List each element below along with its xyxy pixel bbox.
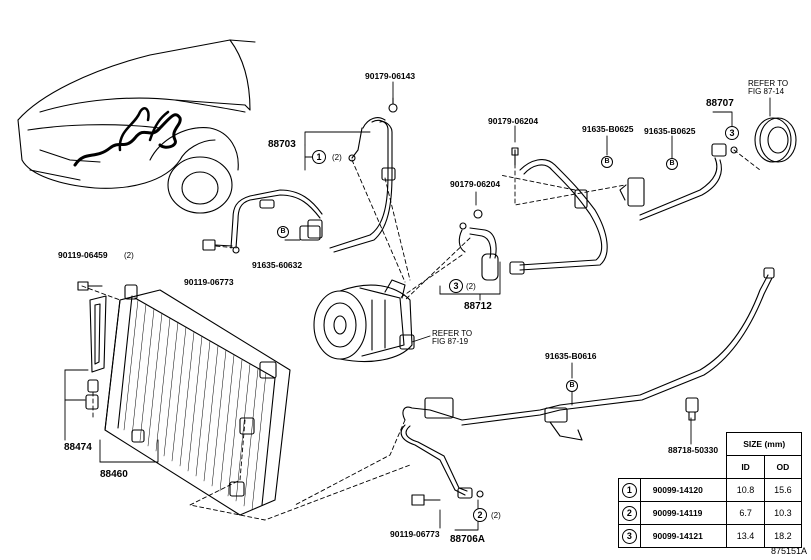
row-part: 90099-14119: [639, 501, 728, 525]
label-91635-B0625-a: 91635-B0625: [582, 124, 634, 134]
label-88706A: 88706A: [450, 534, 486, 545]
qty-88706A: (2): [491, 511, 501, 520]
label-91635-B0616: 91635-B0616: [545, 351, 597, 361]
callout-1-88703: 1: [312, 150, 326, 164]
label-90179-06204-mid: 90179-06204: [450, 179, 501, 189]
row-part: 90099-14120: [639, 478, 728, 502]
row-number: 2: [621, 505, 637, 521]
callout-b-60632: B: [277, 226, 289, 238]
vehicle-outline: [17, 39, 256, 214]
size-col-id: ID: [726, 455, 765, 479]
label-88460: 88460: [100, 469, 128, 480]
table-row: 1 90099-14120 10.8 15.6: [618, 478, 803, 502]
label-88703: 88703: [268, 139, 296, 150]
table-row: 3 90099-14121 13.4 18.2: [618, 524, 803, 548]
callout-2-88706A: 2: [473, 508, 487, 522]
size-table-title: SIZE (mm): [726, 432, 802, 456]
refer-fig-87-19: REFER TO FIG 87-19: [432, 329, 473, 347]
label-90179-06204-top: 90179-06204: [488, 116, 539, 126]
callout-3-88712: 3: [449, 279, 463, 293]
label-90179-06143: 90179-06143: [365, 71, 416, 81]
label-88707: 88707: [706, 98, 734, 109]
refer-fig-87-14: REFER TO FIG 87-14: [748, 79, 789, 97]
row-od: 10.3: [763, 501, 803, 525]
label-90119-06773-b: 90119-06773: [390, 529, 440, 539]
discharge-pipe: [400, 267, 775, 506]
label-88712: 88712: [464, 301, 492, 312]
callout-b-b: B: [666, 158, 678, 170]
row-id: 13.4: [726, 524, 765, 548]
row-number: 3: [621, 528, 637, 544]
hose-88712: [458, 209, 499, 281]
callout-b-B0616: B: [566, 380, 578, 392]
qty-90119-06459: (2): [124, 251, 134, 260]
row-od: 15.6: [763, 478, 803, 502]
figure-code: 875151A: [770, 546, 807, 556]
qty-88703: (2): [332, 153, 342, 162]
hose-88703: [202, 97, 398, 254]
label-90119-06773-a: 90119-06773: [184, 277, 234, 287]
leader-lines: [64, 81, 771, 531]
label-88718-50330: 88718-50330: [668, 445, 719, 455]
qty-88712: (2): [466, 282, 476, 291]
compressor: [313, 279, 415, 362]
label-91635-B0625-b: 91635-B0625: [644, 126, 696, 136]
row-id: 6.7: [726, 501, 765, 525]
table-row: 2 90099-14119 6.7 10.3: [618, 501, 803, 525]
label-91635-60632: 91635-60632: [252, 260, 303, 270]
callout-b-a: B: [601, 156, 613, 168]
label-88474: 88474: [64, 442, 92, 453]
row-od: 18.2: [763, 524, 803, 548]
size-table: SIZE (mm) ID OD 1 90099-14120 10.8 15.6 …: [618, 432, 803, 548]
reference-lines: [81, 149, 761, 521]
hose-88707: [509, 117, 797, 275]
row-part: 90099-14121: [639, 524, 728, 548]
row-id: 10.8: [726, 478, 765, 502]
row-number: 1: [621, 482, 637, 498]
condenser: [77, 281, 291, 516]
size-col-od: OD: [763, 455, 803, 479]
callout-3-88707: 3: [725, 126, 739, 140]
label-90119-06459: 90119-06459: [58, 250, 108, 260]
